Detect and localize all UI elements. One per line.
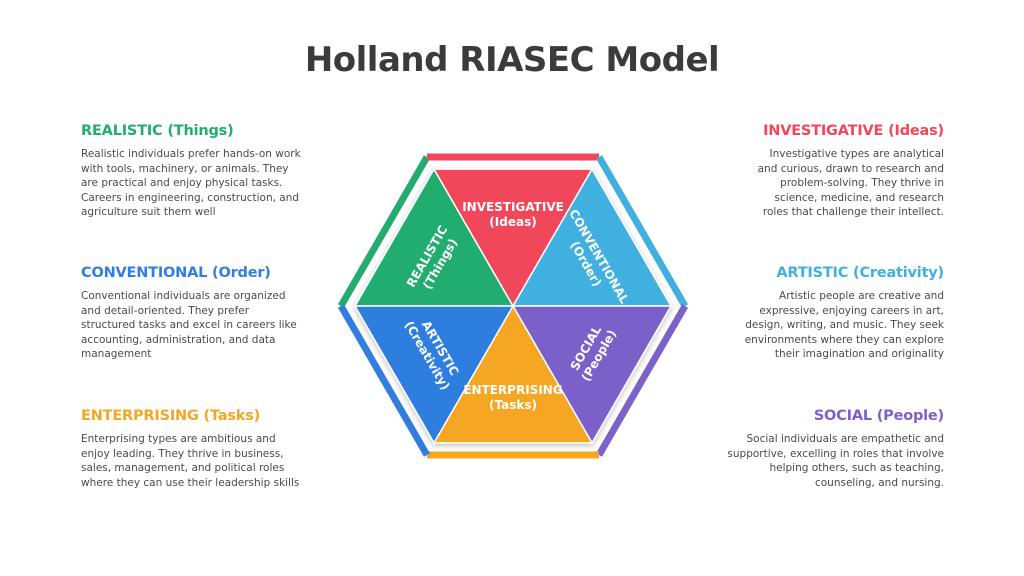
conventional-heading: CONVENTIONAL (Order) [81,265,271,281]
investigative-text: Investigative types are analytical and cu… [712,147,944,220]
description-line: design, writing, and music. They seek [745,319,944,332]
realistic-text: Realistic individuals prefer hands-on wo… [81,147,313,220]
social-heading: SOCIAL (People) [813,408,944,424]
investigative-heading: INVESTIGATIVE (Ideas) [763,123,944,139]
investigative-segment-label-line: (Ideas) [489,215,536,229]
description-line: are practical and enjoy physical tasks. [81,177,283,190]
description-line: enjoy leading. They thrive in business, [81,447,284,460]
conventional-description: CONVENTIONAL (Order) Conventional indivi… [81,265,313,362]
description-line: Enterprising types are ambitious and [81,433,276,445]
description-line: problem-solving. They thrive in [780,177,944,190]
description-line: management [81,348,152,361]
description-line: accounting, administration, and data [81,333,276,346]
description-line: and curious, drawn to research and [757,162,944,175]
artistic-frame-edge [595,155,689,308]
realistic-description: REALISTIC (Things) Realistic individuals… [81,123,313,220]
investigative-description: INVESTIGATIVE (Ideas) Investigative type… [712,123,945,220]
realistic-frame-edge [337,155,431,308]
social-frame-edge [595,304,689,457]
description-line: with tools, machinery, or animals. They [81,162,289,175]
enterprising-description: ENTERPRISING (Tasks) Enterprising types … [81,408,313,490]
social-description: SOCIAL (People) Social individuals are e… [712,408,944,490]
description-line: Artistic people are creative and [779,290,944,302]
enterprising-segment-label-line: ENTERPRISING [463,383,562,397]
enterprising-text: Enterprising types are ambitious and enjo… [81,432,313,490]
realistic-heading: REALISTIC (Things) [81,123,234,139]
description-line: Social individuals are empathetic and [746,433,944,445]
description-line: helping others, such as teaching, [769,462,944,475]
hexagon-segments [353,167,673,445]
description-line: structured tasks and excel in careers li… [81,319,297,332]
description-line: agriculture suit them well [81,206,216,219]
description-line: their imagination and originality [774,348,944,361]
description-line: Careers in engineering, construction, an… [81,191,300,204]
artistic-text: Artistic people are creative and expressi… [712,289,944,362]
description-line: Investigative types are analytical [769,148,944,160]
description-line: supportive, excelling in roles that invo… [727,447,944,460]
conventional-text: Conventional individuals are organized an… [81,289,313,362]
investigative-segment-label-line: INVESTIGATIVE [462,200,564,214]
description-line: counseling, and nursing. [814,476,944,489]
description-line: environments where they can explore [744,333,944,346]
description-line: science, medicine, and research [774,191,944,204]
description-line: expressive, enjoying careers in art, [759,304,944,317]
conventional-frame-edge [337,304,431,457]
description-line: sales, management, and political roles [81,462,285,475]
description-line: and detail-oriented. They prefer [81,304,250,317]
description-line: Conventional individuals are organized [81,290,286,302]
artistic-description: ARTISTIC (Creativity) Artistic people ar… [712,265,944,362]
artistic-heading: ARTISTIC (Creativity) [776,265,944,281]
description-line: where they can use their leadership skil… [81,476,300,489]
page-title: Holland RIASEC Model [304,40,720,80]
description-line: Realistic individuals prefer hands-on wo… [81,148,301,160]
investigative-segment-label: INVESTIGATIVE(Ideas) [462,200,564,229]
description-line: roles that challenge their intellect. [762,206,944,219]
enterprising-heading: ENTERPRISING (Tasks) [81,408,261,424]
enterprising-segment-label-line: (Tasks) [489,398,537,412]
social-text: Social individuals are empathetic and sup… [712,432,944,490]
conventional-segment [353,305,515,445]
enterprising-segment-label: ENTERPRISING(Tasks) [463,383,562,412]
